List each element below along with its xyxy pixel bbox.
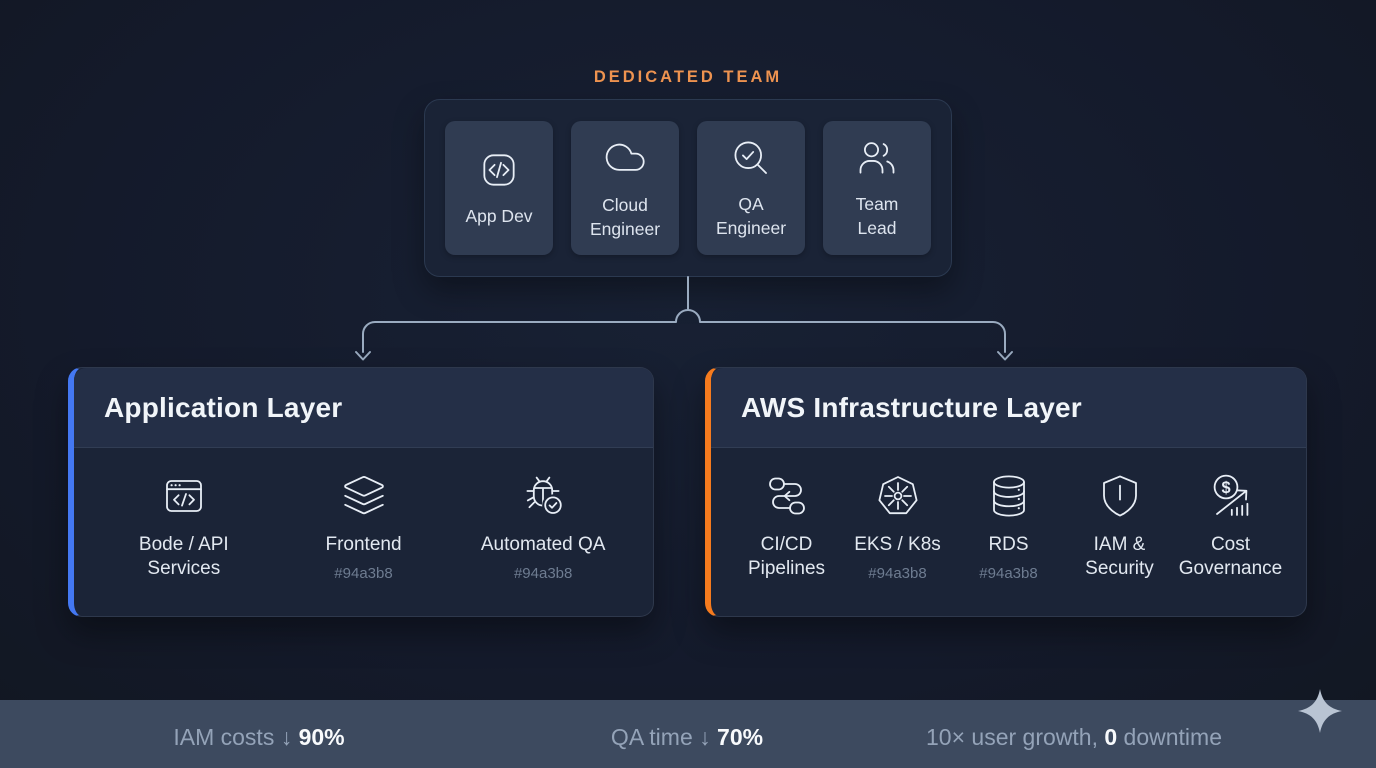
- footer-stats-bar: [0, 700, 1376, 768]
- item-sublabel: #94a3b8: [868, 564, 927, 582]
- item-frontend: Frontend #94a3b8: [274, 472, 454, 616]
- bug-check-icon: [519, 472, 564, 516]
- stat-qa-time: QA time ↓ 70%: [611, 724, 763, 751]
- team-card-label: Team Lead: [855, 193, 899, 238]
- aws-layer-header: AWS Infrastructure Layer: [711, 368, 1306, 448]
- item-automated-qa: Automated QA #94a3b8: [453, 472, 633, 616]
- team-container: App Dev Cloud Engineer QA Engineer: [424, 99, 952, 277]
- item-label: RDS: [988, 534, 1029, 555]
- item-label: CI/CD Pipelines: [747, 534, 826, 579]
- svg-text:$: $: [1221, 479, 1230, 497]
- item-label: Bode / API Services: [138, 534, 229, 579]
- team-card-team-lead: Team Lead: [823, 121, 931, 255]
- team-card-qa-engineer: QA Engineer: [697, 121, 805, 255]
- stat-text: IAM costs ↓: [173, 724, 299, 750]
- application-layer-header: Application Layer: [74, 368, 653, 448]
- cost-trend-icon: $: [1207, 472, 1255, 520]
- item-eks-k8s: EKS / K8s #94a3b8: [842, 472, 953, 616]
- item-cost-governance: $ Cost Governance: [1175, 472, 1286, 616]
- item-sublabel: #94a3b8: [513, 564, 573, 582]
- stat-value: 70%: [717, 724, 764, 750]
- team-card-label: App Dev: [465, 205, 533, 226]
- stat-text: 10× user growth,: [926, 724, 1105, 750]
- pipeline-workflow-icon: [763, 472, 811, 520]
- team-card-label: Cloud Engineer: [589, 194, 661, 239]
- item-sublabel: #94a3b8: [979, 564, 1038, 582]
- item-label: Automated QA: [480, 534, 606, 555]
- team-card-label: QA Engineer: [715, 193, 787, 238]
- item-label: Cost Governance: [1178, 534, 1283, 579]
- stat-iam-costs: IAM costs ↓ 90%: [173, 724, 344, 751]
- code-square-icon: [477, 148, 521, 192]
- item-cicd-pipelines: CI/CD Pipelines: [731, 472, 842, 616]
- application-layer-panel: Application Layer Bode / API Services: [68, 367, 654, 617]
- stat-text: downtime: [1117, 724, 1222, 750]
- team-card-app-dev: App Dev: [445, 121, 553, 255]
- aws-layer-body: CI/CD Pipelines EKS / K8s #94a3b8: [711, 448, 1306, 616]
- users-icon: [855, 136, 899, 180]
- team-card-cloud-engineer: Cloud Engineer: [571, 121, 679, 255]
- item-label: EKS / K8s: [854, 534, 941, 555]
- search-check-icon: [729, 136, 773, 180]
- stat-user-growth: 10× user growth, 0 downtime: [926, 724, 1222, 751]
- item-iam-security: IAM & Security: [1064, 472, 1175, 616]
- team-section-label: DEDICATED TEAM: [593, 68, 783, 86]
- stat-value: 90%: [298, 724, 345, 750]
- cloud-icon: [602, 135, 648, 181]
- item-bode-api-services: Bode / API Services: [94, 472, 274, 616]
- arrowhead-left: [355, 351, 371, 361]
- stat-value: 0: [1104, 724, 1118, 750]
- database-icon: [985, 472, 1033, 520]
- item-label: IAM & Security: [1085, 534, 1154, 579]
- application-layer-body: Bode / API Services Frontend #94a3b8: [74, 448, 653, 616]
- item-label: Frontend: [325, 534, 402, 555]
- sparkle-icon: [1298, 689, 1342, 733]
- shield-icon: [1096, 472, 1144, 520]
- stat-text: QA time ↓: [610, 724, 718, 750]
- item-rds: RDS #94a3b8: [953, 472, 1064, 616]
- item-sublabel: #94a3b8: [334, 564, 393, 582]
- arrowhead-right: [997, 351, 1013, 361]
- kubernetes-icon: [874, 472, 922, 520]
- application-layer-title: Application Layer: [104, 391, 343, 423]
- aws-layer-title: AWS Infrastructure Layer: [741, 391, 1082, 423]
- browser-code-icon: [160, 472, 208, 520]
- aws-infrastructure-layer-panel: AWS Infrastructure Layer CI/CD Pipelines: [705, 367, 1307, 617]
- layers-icon: [340, 472, 388, 520]
